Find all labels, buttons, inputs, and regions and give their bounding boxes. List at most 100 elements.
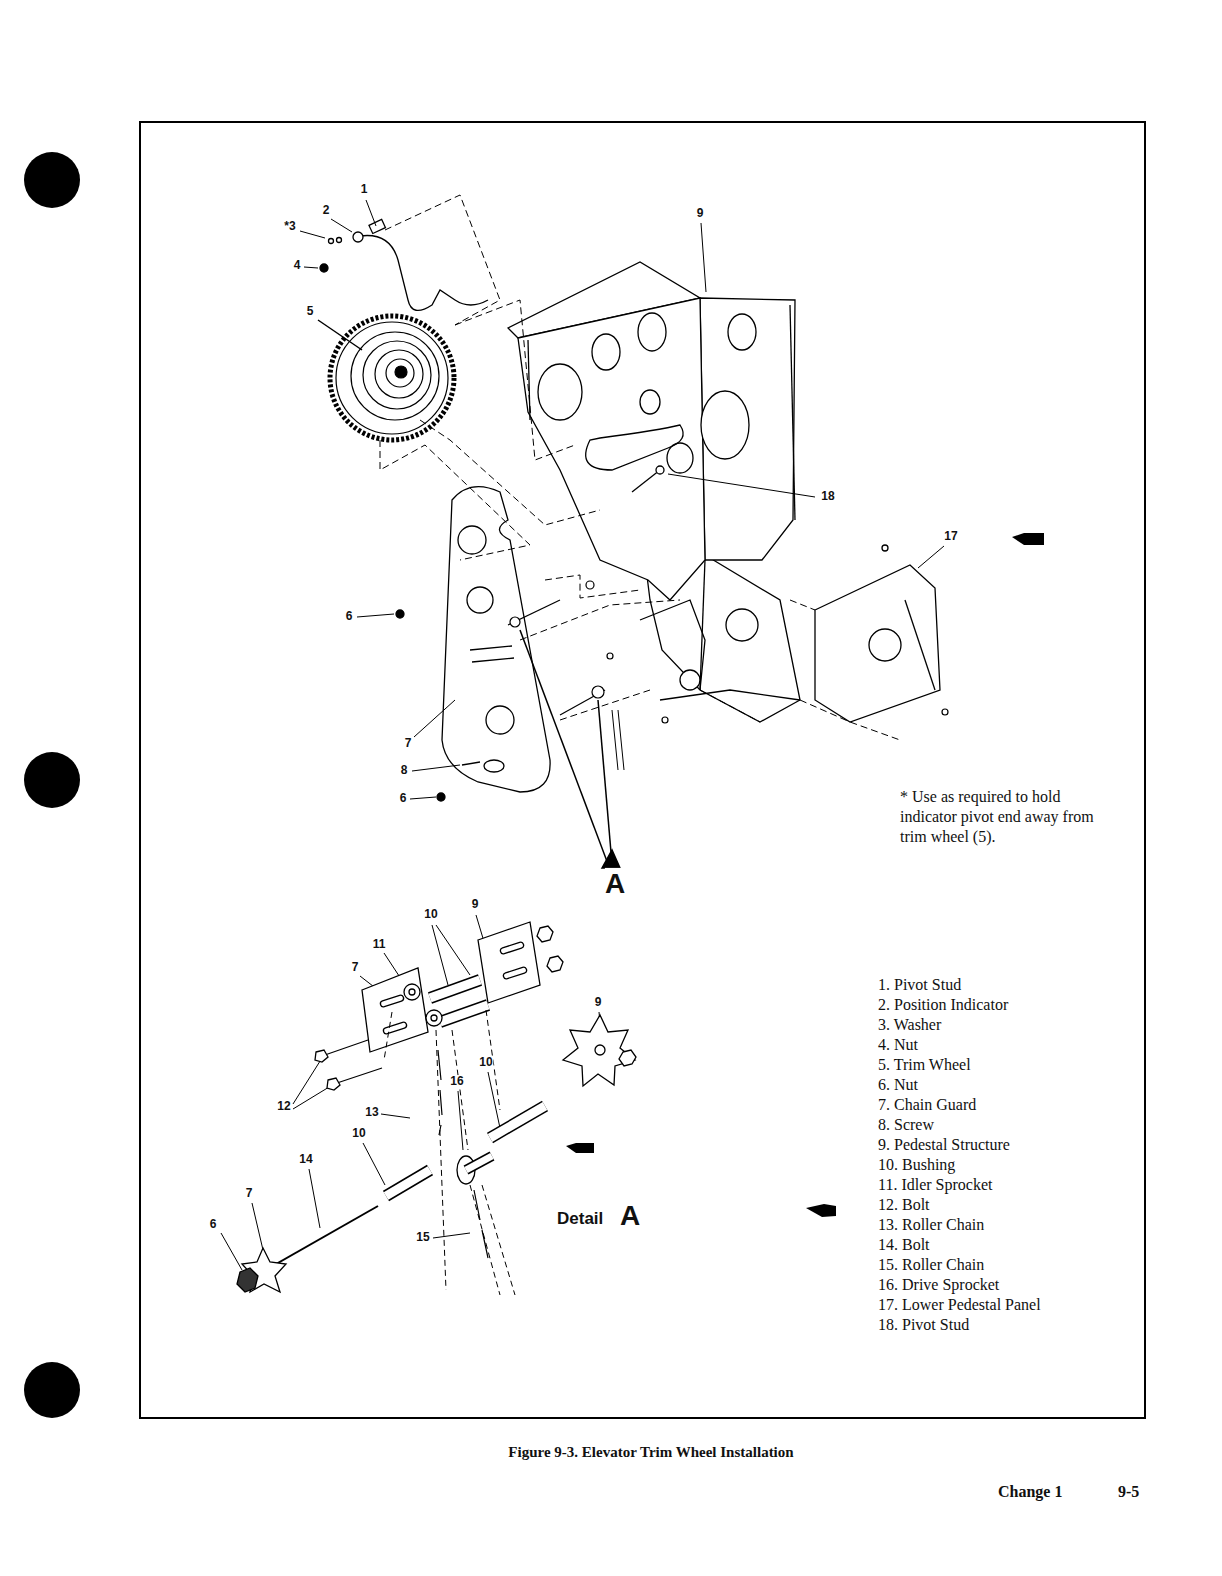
pedestal-structure xyxy=(640,600,705,690)
parts-list-item: 11. Idler Sprocket xyxy=(878,1175,992,1195)
pedestal-structure xyxy=(632,470,660,492)
callout-number: 10 xyxy=(351,1127,366,1141)
callout-number: *3 xyxy=(283,220,296,234)
detail-letter: A xyxy=(620,1200,640,1232)
figure-caption: Figure 9-3. Elevator Trim Wheel Installa… xyxy=(508,1444,793,1461)
parts-list-item: 9. Pedestal Structure xyxy=(878,1135,1010,1155)
hardware xyxy=(592,686,604,698)
detail-a-parts xyxy=(362,968,428,1052)
chain-guard xyxy=(472,658,514,662)
detail-arrows xyxy=(598,700,612,864)
leader-lines xyxy=(252,1203,263,1250)
detail-a-parts xyxy=(563,1015,635,1086)
pedestal-structure xyxy=(726,609,758,641)
binder-holes xyxy=(24,152,80,208)
roller-chains xyxy=(384,1010,515,1295)
pedestal-structure xyxy=(790,305,795,520)
binder-holes xyxy=(24,752,80,808)
chain-guard xyxy=(486,706,514,734)
roller-chains xyxy=(384,1012,392,1060)
detail-a-parts xyxy=(327,1078,340,1090)
chain-guard xyxy=(470,646,512,650)
callout-number: 11 xyxy=(372,938,387,952)
detail-arrows xyxy=(602,850,620,868)
footnote: * Use as required to hold indicator pivo… xyxy=(900,787,1105,847)
pedestal-structure xyxy=(508,262,800,722)
leader-lines xyxy=(221,1233,242,1270)
position-indicator xyxy=(353,232,363,242)
leader-lines xyxy=(412,765,460,771)
lower-pedestal-panel xyxy=(905,600,935,690)
leader-lines xyxy=(410,797,436,799)
detail-a-parts xyxy=(537,926,553,942)
dashed-assembly-lines xyxy=(545,575,640,598)
pedestal-structure xyxy=(680,670,700,690)
callout-number: 6 xyxy=(345,610,354,624)
pedestal-structure xyxy=(638,313,666,351)
leader-lines xyxy=(701,223,706,292)
leader-lines xyxy=(433,1233,470,1238)
callout-number: 10 xyxy=(478,1056,493,1070)
chain-guard xyxy=(442,487,550,792)
leader-lines xyxy=(221,200,944,1270)
lower-pedestal-panel xyxy=(815,565,940,722)
chain-guard xyxy=(467,587,493,613)
position-indicator xyxy=(369,219,385,233)
parts-list-item: 7. Chain Guard xyxy=(878,1095,976,1115)
detail-a-parts xyxy=(490,1106,545,1138)
detail-a-parts xyxy=(466,1156,492,1170)
hardware xyxy=(508,581,948,723)
pedestal-structure xyxy=(592,334,620,370)
parts-list-item: 14. Bolt xyxy=(878,1235,930,1255)
lower-pedestal-panel xyxy=(882,545,888,551)
leader-lines xyxy=(318,320,362,350)
detail-a-parts xyxy=(386,1170,430,1196)
callout-number: 7 xyxy=(245,1187,254,1201)
detail-a-parts xyxy=(383,1021,408,1034)
dashed-assembly-lines xyxy=(385,195,500,325)
roller-chain-links xyxy=(438,1050,488,1258)
detail-a-parts xyxy=(386,1170,430,1196)
detail-a-parts xyxy=(440,1005,488,1022)
parts-list-item: 12. Bolt xyxy=(878,1195,930,1215)
leader-lines xyxy=(366,200,376,226)
detail-a-parts xyxy=(334,1068,382,1084)
pedestal-structure xyxy=(518,298,705,600)
dashed-assembly-lines xyxy=(800,700,900,740)
detail-a-parts xyxy=(619,1050,636,1066)
detail-a-parts xyxy=(237,922,636,1292)
trim-wheel xyxy=(363,341,431,409)
roller-chains xyxy=(452,1030,468,1150)
trim-wheel xyxy=(375,350,423,398)
position-indicator xyxy=(320,219,488,310)
binder-holes xyxy=(24,152,80,1418)
pointer-symbols xyxy=(806,1204,836,1217)
callout-number: 16 xyxy=(449,1075,464,1089)
trim-wheel xyxy=(330,316,454,440)
detail-a-parts xyxy=(503,966,528,979)
hardware xyxy=(510,617,520,627)
parts-list-item: 8. Screw xyxy=(878,1115,934,1135)
parts-list-item: 2. Position Indicator xyxy=(878,995,1008,1015)
hardware xyxy=(586,581,594,589)
chain-guard xyxy=(396,487,550,801)
detail-label: Detail xyxy=(557,1209,603,1229)
pedestal-structure xyxy=(640,390,660,414)
parts-list-item: 17. Lower Pedestal Panel xyxy=(878,1295,1041,1315)
pedestal-structure xyxy=(656,466,664,474)
detail-a-parts xyxy=(404,984,420,1000)
parts-list-item: 10. Bushing xyxy=(878,1155,955,1175)
callout-number: 1 xyxy=(360,183,369,197)
callout-number: 6 xyxy=(399,792,408,806)
dashed-assembly-lines xyxy=(380,440,530,560)
detail-a-parts xyxy=(315,1050,328,1062)
detail-a-parts xyxy=(478,922,540,1003)
callout-number: 10 xyxy=(423,908,438,922)
detail-a-parts xyxy=(490,1106,545,1138)
dashed-assembly-lines xyxy=(790,600,815,610)
dashed-assembly-lines xyxy=(380,195,900,740)
detail-a-parts xyxy=(440,1005,488,1022)
detail-arrows xyxy=(618,710,624,770)
dashed-assembly-lines xyxy=(420,420,600,525)
